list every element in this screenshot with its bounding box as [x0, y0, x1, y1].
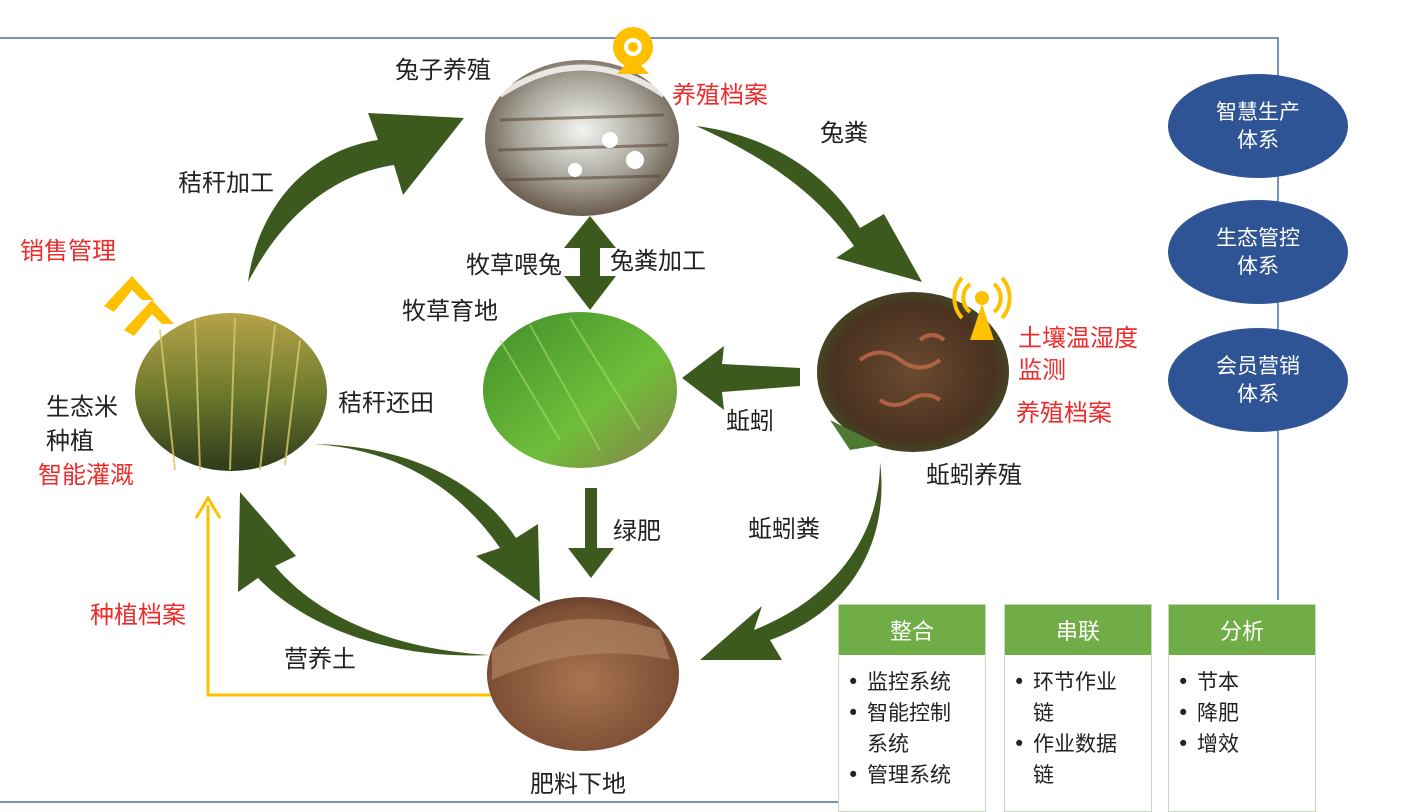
photo-fertilizer: [487, 597, 679, 751]
box-analysis-title: 分析: [1169, 605, 1315, 655]
system-member-marketing: 会员营销 体系: [1168, 328, 1348, 432]
tech-planting-record: 种植档案: [90, 601, 186, 629]
box-linkage-item: 环节作业 链: [1013, 667, 1143, 729]
box-integration-title: 整合: [839, 605, 985, 655]
box-analysis: 分析 节本 降肥 增效: [1168, 604, 1316, 812]
node-rabbit-label: 兔子养殖: [395, 56, 491, 84]
arrow-rabbit-grass: [564, 216, 616, 310]
arrow-straw-to-rabbit: [248, 113, 464, 282]
feedback-line: [206, 505, 492, 697]
system-smart-production: 智慧生产 体系: [1168, 74, 1348, 178]
flow-earthworm: 蚯蚓: [726, 407, 774, 435]
flow-nutrient-soil: 营养土: [284, 645, 356, 673]
tech-breeding-record-worm: 养殖档案: [1016, 399, 1112, 427]
arrow-grass-to-fert: [568, 488, 614, 578]
photo-rice: [135, 313, 327, 471]
arrow-worm-to-grass: [682, 346, 800, 410]
system-eco-control: 生态管控 体系: [1168, 200, 1348, 304]
tech-breeding-record-rabbit: 养殖档案: [672, 81, 768, 109]
tech-sales-management: 销售管理: [20, 237, 116, 265]
node-rice-label: 生态米 种植: [46, 393, 118, 455]
box-integration-item: 监控系统: [847, 667, 977, 698]
tech-soil-monitor: 土壤温湿度 监测: [1018, 324, 1138, 384]
box-linkage-item: 作业数据 链: [1013, 729, 1143, 791]
flow-rabbit-manure: 兔粪: [820, 119, 868, 147]
arrow-worm-to-fert: [700, 462, 882, 660]
flow-green-manure: 绿肥: [613, 517, 661, 545]
box-analysis-list: 节本 降肥 增效: [1169, 655, 1315, 760]
flow-grass-feed: 牧草喂兔: [466, 251, 562, 279]
box-linkage-list: 环节作业 链 作业数据 链: [1005, 655, 1151, 791]
node-worm-label: 蚯蚓养殖: [926, 461, 1022, 489]
node-fertilizer-label: 肥料下地: [530, 770, 626, 798]
arrow-fert-to-rice: [238, 492, 490, 656]
flow-worm-manure: 蚯蚓粪: [748, 515, 820, 543]
tech-smart-irrigation: 智能灌溉: [38, 461, 134, 489]
node-grass-label: 牧草育地: [402, 297, 498, 325]
photo-worm: [817, 292, 1009, 452]
box-analysis-item: 增效: [1177, 729, 1307, 760]
arrow-rice-to-fert: [314, 444, 540, 602]
box-linkage-title: 串联: [1005, 605, 1151, 655]
feedback-arrowhead: [194, 495, 222, 519]
tower-base: [970, 304, 994, 340]
box-integration-item: 智能控制 系统: [847, 698, 977, 760]
box-integration-list: 监控系统 智能控制 系统 管理系统: [839, 655, 985, 791]
flow-manure-processing: 兔粪加工: [610, 247, 706, 275]
box-integration: 整合 监控系统 智能控制 系统 管理系统: [838, 604, 986, 812]
webcam-icon: [613, 27, 653, 74]
photo-rabbit: [485, 60, 679, 216]
box-integration-item: 管理系统: [847, 760, 977, 791]
box-linkage: 串联 环节作业 链 作业数据 链: [1004, 604, 1152, 812]
arrow-rabbit-to-worm: [696, 126, 922, 282]
box-analysis-item: 节本: [1177, 667, 1307, 698]
wireless-tower-icon: [952, 276, 1012, 320]
box-analysis-item: 降肥: [1177, 698, 1307, 729]
photo-grass: [483, 312, 677, 468]
double-chevron-up-icon: [104, 276, 174, 336]
flow-straw-processing: 秸秆加工: [178, 169, 274, 197]
flow-straw-return: 秸秆还田: [338, 389, 434, 417]
